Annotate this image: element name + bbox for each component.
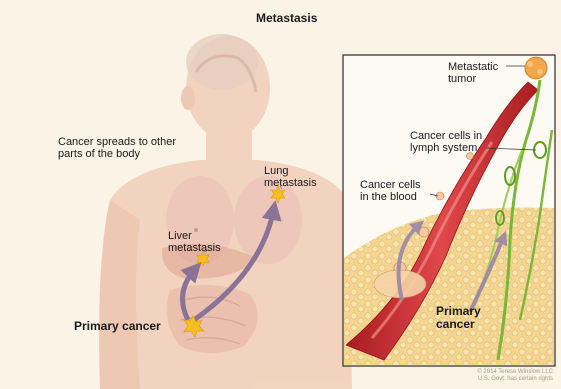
label-metastatic-line-2: tumor [448,73,476,85]
metastatic-tumor [525,57,547,79]
label-lymph-line-2: lymph system [410,142,477,154]
label-liver-line-2: metastasis [168,242,221,254]
label-inset-primary-line-1: Primary [436,305,481,317]
label-lung-line-1: Lung [264,165,288,177]
diagram-title: Metastasis [256,12,317,24]
label-inset-primary-line-2: cancer [436,318,475,330]
label-metastatic-line-1: Metastatic [448,61,498,73]
credit-line-2: U.S. Govt. has certain rights [478,376,553,383]
label-blood-line-2: in the blood [360,191,417,203]
human-body-figure [99,34,352,389]
label-liver-line-1: Liver [168,230,192,242]
label-lymph-line-1: Cancer cells in [410,130,482,142]
label-spread-line-2: parts of the body [58,148,140,160]
label-primary-cancer: Primary cancer [74,320,161,332]
label-spread-line-1: Cancer spreads to other [58,136,176,148]
label-lung-line-2: metastasis [264,177,317,189]
credit-line-1: © 2014 Terese Winslow LLC [477,369,553,376]
label-blood-line-1: Cancer cells [360,179,421,191]
